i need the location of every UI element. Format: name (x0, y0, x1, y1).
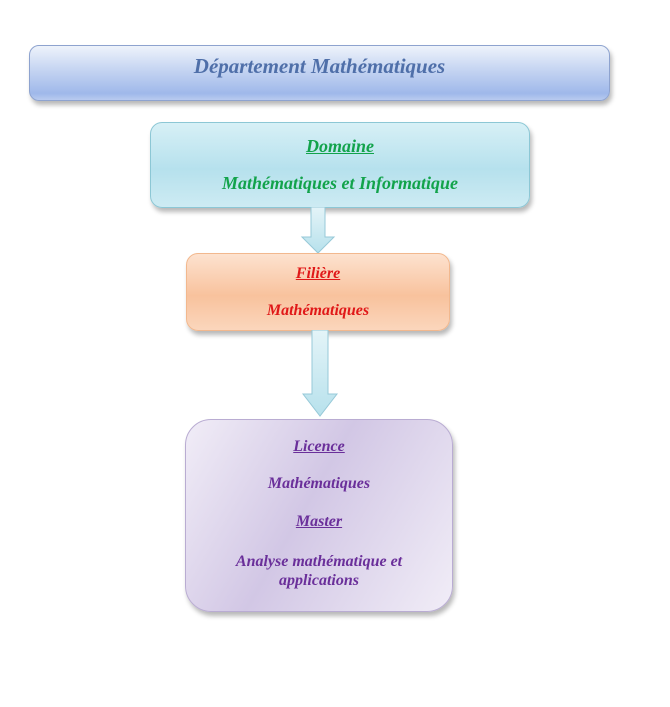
department-header-box: Département Mathématiques (29, 45, 610, 101)
filiere-label: Filière (295, 264, 341, 282)
licence-value: Mathématiques (267, 475, 371, 492)
licence-label: Licence (293, 438, 345, 455)
filiere-box: Filière Mathématiques (186, 253, 450, 331)
domain-box: Domaine Mathématiques et Informatique (150, 122, 530, 208)
domain-value: Mathématiques et Informatique (221, 173, 459, 193)
cursus-box: Licence Mathématiques Master Analyse mat… (185, 419, 453, 612)
arrow-domain-to-filiere (300, 207, 336, 254)
master-value-line1: Analyse mathématique et (235, 553, 403, 570)
filiere-value: Mathématiques (266, 301, 370, 319)
domain-label: Domaine (305, 136, 374, 156)
master-value-line2: applications (278, 572, 359, 589)
master-label: Master (295, 513, 343, 530)
department-title: Département Mathématiques (193, 54, 446, 78)
arrow-filiere-to-cursus (301, 330, 339, 417)
